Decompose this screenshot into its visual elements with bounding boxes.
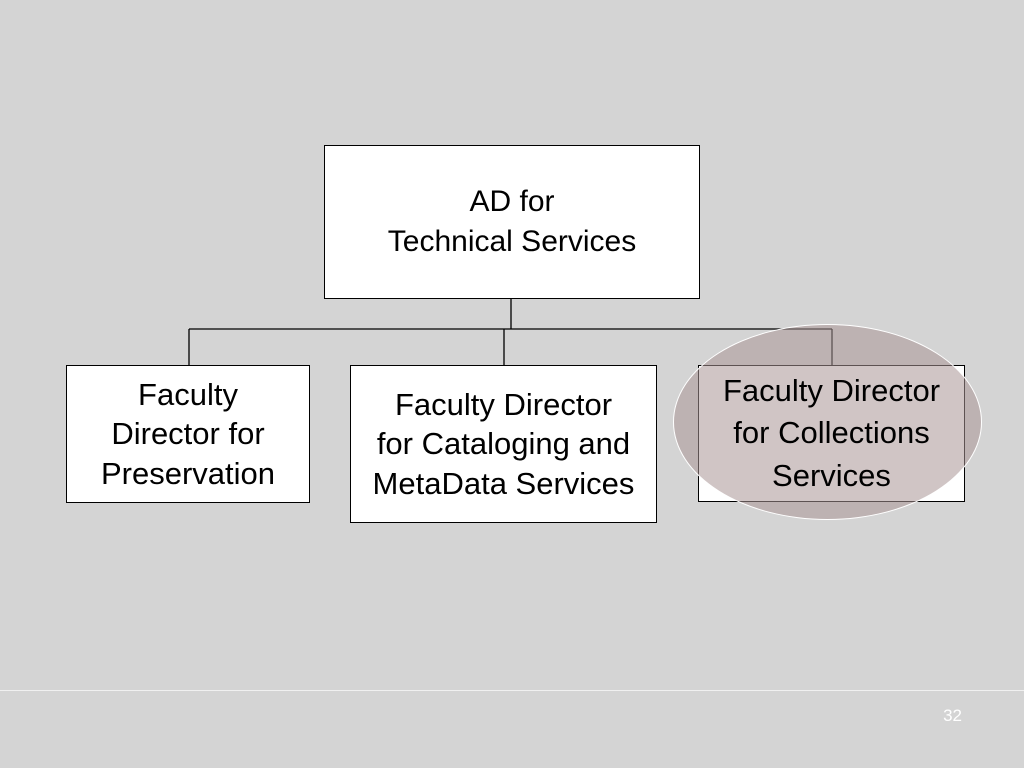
highlight-ellipse bbox=[673, 324, 982, 520]
page-number: 32 bbox=[943, 706, 962, 725]
org-node-root: AD for Technical Services bbox=[324, 145, 700, 299]
org-node-collections-label: Faculty Director for Collections Service… bbox=[698, 365, 965, 502]
org-node-cataloging-label: Faculty Director for Cataloging and Meta… bbox=[372, 386, 635, 501]
org-node-cataloging: Faculty Director for Cataloging and Meta… bbox=[350, 365, 657, 523]
org-node-preservation: Faculty Director for Preservation bbox=[66, 365, 310, 503]
footer-divider bbox=[0, 690, 1024, 691]
org-node-preservation-label: Faculty Director for Preservation bbox=[100, 376, 276, 491]
org-node-root-label: AD for Technical Services bbox=[387, 185, 637, 258]
org-node-collections-text: Faculty Director for Collections Service… bbox=[722, 373, 941, 493]
